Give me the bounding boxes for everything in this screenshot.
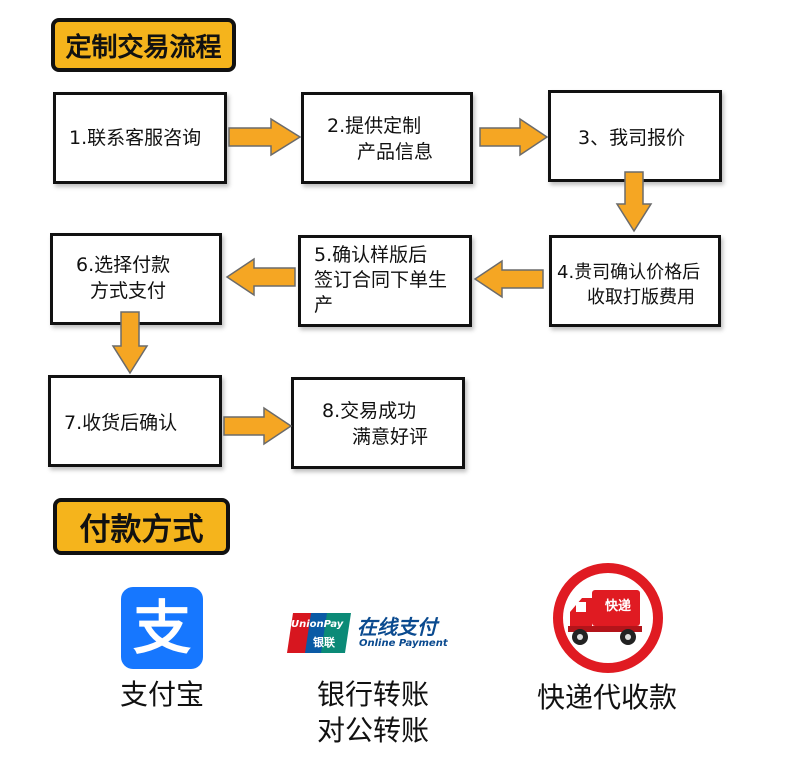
unionpay-online-en: Online Payment [359, 638, 448, 649]
arrow-right-icon [479, 117, 549, 157]
step-6-line-2: 方式支付 [90, 280, 167, 302]
step-6-box: 6.选择付款 方式支付 [50, 233, 222, 325]
step-6-line-1: 6.选择付款 [76, 254, 171, 276]
arrow-right-icon [223, 406, 293, 446]
step-5-line-2: 签订合同下单生 [314, 269, 448, 291]
step-5-line-3: 产 [314, 294, 334, 316]
step-3-box: 3、我司报价 [548, 90, 722, 182]
arrow-left-icon [473, 259, 544, 299]
unionpay-card-icon [287, 613, 351, 653]
step-2-line-2: 产品信息 [357, 141, 434, 163]
step-4-box: 4.贵司确认价格后 收取打版费用 [549, 235, 721, 327]
step-5-box: 5.确认样版后 签订合同下单生 产 [298, 235, 472, 327]
step-5-line-1: 5.确认样版后 [314, 244, 428, 266]
payment-title: 付款方式 [53, 498, 230, 555]
payment-title-text: 付款方式 [79, 512, 204, 548]
payment-bank-label-2: 对公转账 [316, 714, 429, 747]
unionpay-cn: 银联 [313, 636, 335, 649]
process-title-text: 定制交易流程 [65, 32, 222, 63]
arrow-down-icon [111, 311, 149, 375]
unionpay-online-cn: 在线支付 [357, 615, 437, 639]
payment-alipay-label: 支付宝 [119, 678, 204, 711]
step-3-line-1: 3、我司报价 [578, 127, 686, 149]
alipay-icon: 支 [121, 587, 203, 669]
step-4-line-2: 收取打版费用 [587, 287, 695, 308]
unionpay-en: UnionPay [291, 619, 344, 630]
step-2-line-1: 2.提供定制 [327, 115, 422, 137]
step-8-line-1: 8.交易成功 [322, 400, 417, 422]
arrow-right-icon [228, 117, 302, 157]
step-1-box: 1.联系客服咨询 [53, 92, 227, 184]
courier-tricycle-icon: 快递 [552, 562, 664, 674]
step-8-line-2: 满意好评 [352, 426, 429, 448]
step-8-box: 8.交易成功 满意好评 [291, 377, 465, 469]
courier-badge-text: 快递 [605, 599, 632, 614]
process-title: 定制交易流程 [51, 18, 236, 72]
payment-bank-label-1: 银行转账 [316, 678, 429, 711]
step-1-line-1: 1.联系客服咨询 [69, 127, 202, 149]
step-2-box: 2.提供定制 产品信息 [301, 92, 473, 184]
alipay-glyph: 支 [132, 594, 191, 662]
step-7-box: 7.收货后确认 [48, 375, 222, 467]
payment-courier-label: 快递代收款 [536, 681, 677, 714]
step-7-line-1: 7.收货后确认 [64, 412, 178, 434]
arrow-left-icon [225, 257, 296, 297]
step-4-line-1: 4.贵司确认价格后 [557, 262, 701, 283]
arrow-down-icon [615, 171, 653, 233]
unionpay-logo: UnionPay 银联 在线支付 Online Payment [287, 611, 457, 655]
